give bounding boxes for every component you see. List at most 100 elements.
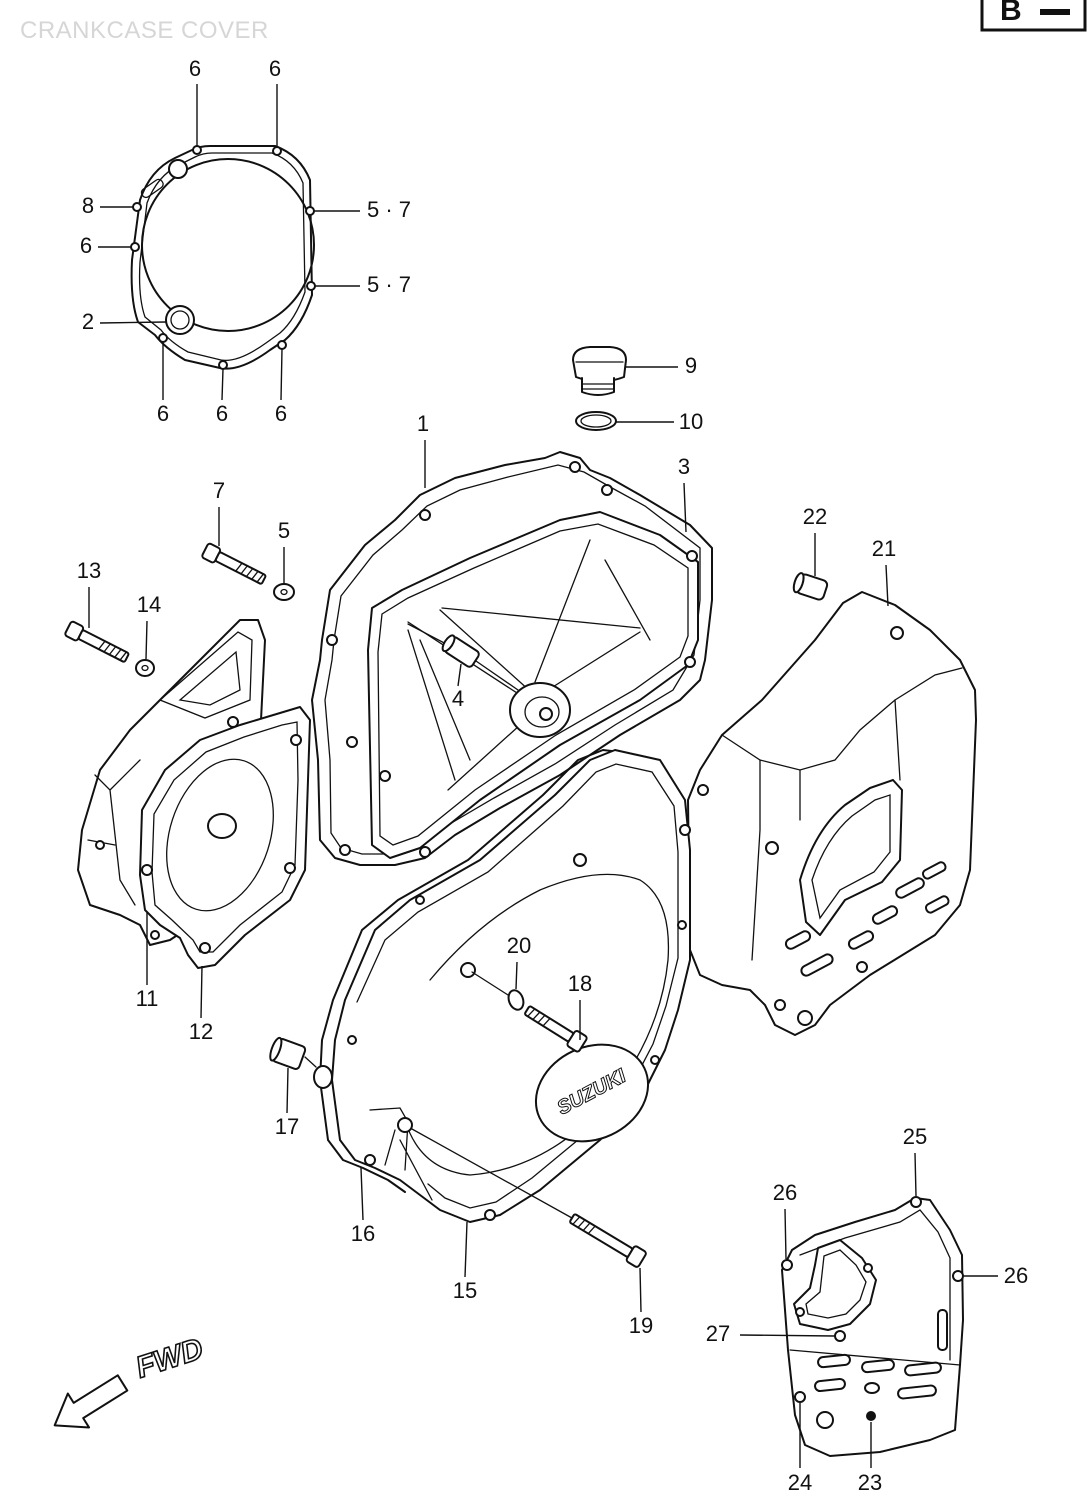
sprocket-cover-cutout (793, 1239, 877, 1331)
callout-label: 26 (1004, 1263, 1028, 1288)
gasket-12-recess (166, 758, 274, 912)
cover-21-window-inner (811, 794, 891, 920)
callout-label: 9 (685, 353, 697, 378)
callout-label: 6 (216, 401, 228, 426)
rib (604, 559, 651, 641)
callout-label: 5 · 7 (367, 197, 411, 222)
callout-label: 6 (189, 56, 201, 81)
callout-label: 25 (903, 1124, 927, 1149)
bolt-hole (460, 962, 476, 978)
callout-label: 5 · 7 (367, 272, 411, 297)
leader-line (221, 368, 224, 401)
page-title: CRANKCASE COVER (20, 17, 269, 44)
arrow-shape (53, 1374, 129, 1429)
slot (864, 1382, 880, 1394)
callout-label: 15 (453, 1278, 477, 1303)
slot (937, 1309, 948, 1351)
thread-line (527, 1008, 536, 1018)
bolt-hole (326, 634, 338, 646)
callout-label: 26 (773, 1180, 797, 1205)
bolt-hole (816, 1411, 834, 1429)
bolt-hole (890, 626, 904, 640)
crankcase-cover-1 (311, 451, 713, 866)
leader-line (739, 1334, 835, 1337)
cover-21-top-edge (721, 667, 963, 771)
callout-label: 4 (452, 686, 464, 711)
pin-4-axis-line (475, 660, 519, 691)
leader-lines (88, 84, 998, 1468)
bolt-13 (64, 620, 130, 663)
thread-line (114, 648, 122, 658)
callout-label: 6 (275, 401, 287, 426)
rib (407, 629, 456, 781)
sprocket-cover (781, 1196, 964, 1457)
slot (817, 1353, 851, 1369)
bolt-shaft (77, 629, 130, 663)
bolt-hole (774, 999, 786, 1011)
bolt-hole (305, 206, 315, 216)
bolt-19-axis-line (411, 1128, 573, 1219)
bolt-hole (650, 1055, 660, 1065)
callout-label: 18 (568, 971, 592, 996)
clutch-cover-inner-edge (138, 152, 306, 362)
bolt-hole (130, 242, 140, 252)
cover-15-bolt-holes (347, 824, 691, 1221)
leader-line (464, 1221, 468, 1278)
washer-5-hole (280, 588, 288, 596)
leader-line (360, 1167, 364, 1221)
leader-line (200, 965, 203, 1019)
thread-line (119, 651, 128, 661)
slot (921, 861, 947, 880)
rib (547, 631, 641, 691)
callout-label: 6 (80, 233, 92, 258)
bolt-hole (346, 736, 358, 748)
bolt-19 (569, 1213, 647, 1268)
thread-line (577, 1219, 586, 1229)
callout-label: 7 (213, 478, 225, 503)
rib (419, 639, 471, 761)
sprocket-cover-slots (814, 1309, 948, 1400)
bolt-hole (866, 1411, 876, 1421)
cap-thread (581, 377, 615, 396)
gasket-16 (319, 749, 621, 1193)
bolt-hole (192, 145, 202, 155)
thread-line (251, 570, 259, 580)
cover-15-step (369, 1107, 433, 1201)
thread-line (235, 562, 243, 572)
bolt-hole (218, 360, 228, 370)
clutch-opening-circle (141, 158, 315, 332)
section-badge: B (980, 0, 1087, 32)
bolt-hole (95, 840, 105, 850)
callout-label: 10 (679, 409, 703, 434)
callout-label: 22 (803, 504, 827, 529)
leader-line (914, 1152, 917, 1197)
bolt-hole (199, 942, 211, 954)
callout-label: 8 (82, 193, 94, 218)
leader-line (639, 1267, 642, 1313)
bolt-hole (150, 930, 160, 940)
leader-line (145, 620, 148, 660)
pin-end (441, 634, 456, 653)
bolt-7 (201, 542, 267, 585)
slot (871, 905, 899, 925)
washer-14-hole (141, 664, 149, 672)
cover-21-outline (687, 591, 977, 1036)
bolt-hole (573, 853, 587, 867)
badge-label: B (1000, 0, 1022, 27)
pin-4 (441, 634, 480, 668)
rib (447, 724, 521, 791)
callout-label: 13 (77, 558, 101, 583)
slot (895, 877, 925, 899)
leader-line (457, 663, 462, 687)
dowel-end (269, 1036, 283, 1062)
thread-line (582, 1222, 591, 1232)
bolt-hole (797, 1010, 813, 1026)
cover-21-window (799, 779, 903, 936)
thread-line (537, 1014, 546, 1024)
bolt-hole (132, 202, 142, 212)
pin-end (792, 572, 805, 594)
bolt-hole (379, 770, 391, 782)
o-ring-10 (575, 411, 617, 431)
cover-1-flange-edge (324, 464, 701, 855)
cover-11-frame (158, 631, 253, 719)
